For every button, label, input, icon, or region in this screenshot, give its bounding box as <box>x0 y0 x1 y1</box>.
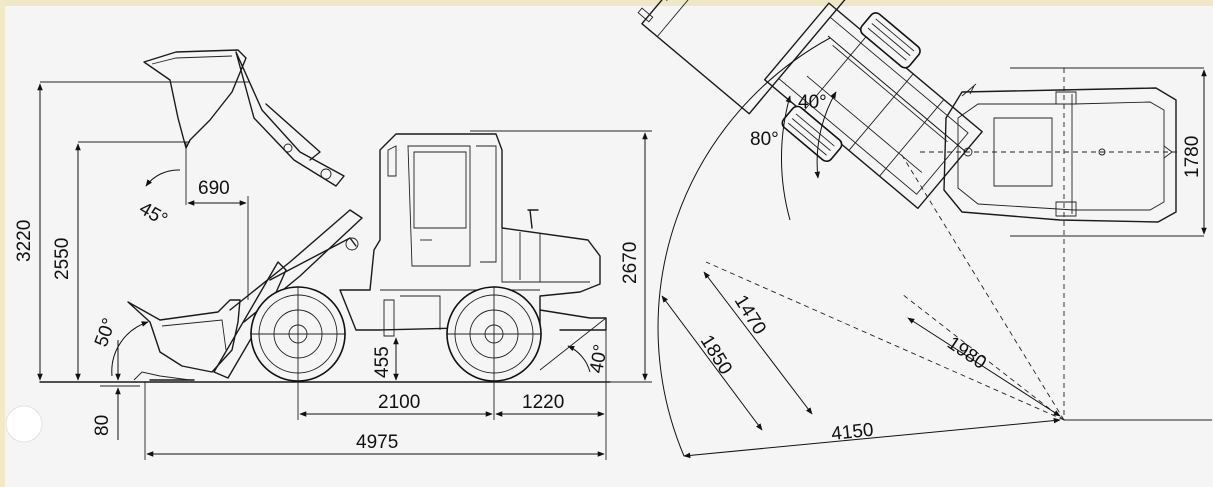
label-50-deg: 50° <box>91 316 121 350</box>
label-4975: 4975 <box>356 432 398 453</box>
label-4150: 4150 <box>830 420 874 445</box>
label-1980: 1980 <box>943 333 990 374</box>
label-45-deg: 45° <box>136 198 171 231</box>
label-40-deg-rear: 40° <box>586 343 612 375</box>
page-hole <box>5 405 43 443</box>
label-40-deg-top: 40° <box>798 92 827 113</box>
label-1470: 1470 <box>730 292 770 339</box>
label-2550: 2550 <box>52 238 73 280</box>
label-2670: 2670 <box>620 242 641 284</box>
label-3220: 3220 <box>14 220 35 262</box>
top-view: 1780 1470 1850 1980 4150 40° 80° <box>637 0 1212 459</box>
label-690: 690 <box>198 178 230 199</box>
label-455: 455 <box>372 346 393 378</box>
label-80-deg: 80° <box>750 129 779 150</box>
label-1220: 1220 <box>522 392 564 413</box>
label-1850: 1850 <box>696 332 736 379</box>
side-view: 3220 2550 2670 690 455 2100 1220 4975 80… <box>14 49 652 460</box>
label-2100: 2100 <box>378 392 420 413</box>
label-1780: 1780 <box>1182 136 1203 178</box>
label-80: 80 <box>92 415 113 436</box>
